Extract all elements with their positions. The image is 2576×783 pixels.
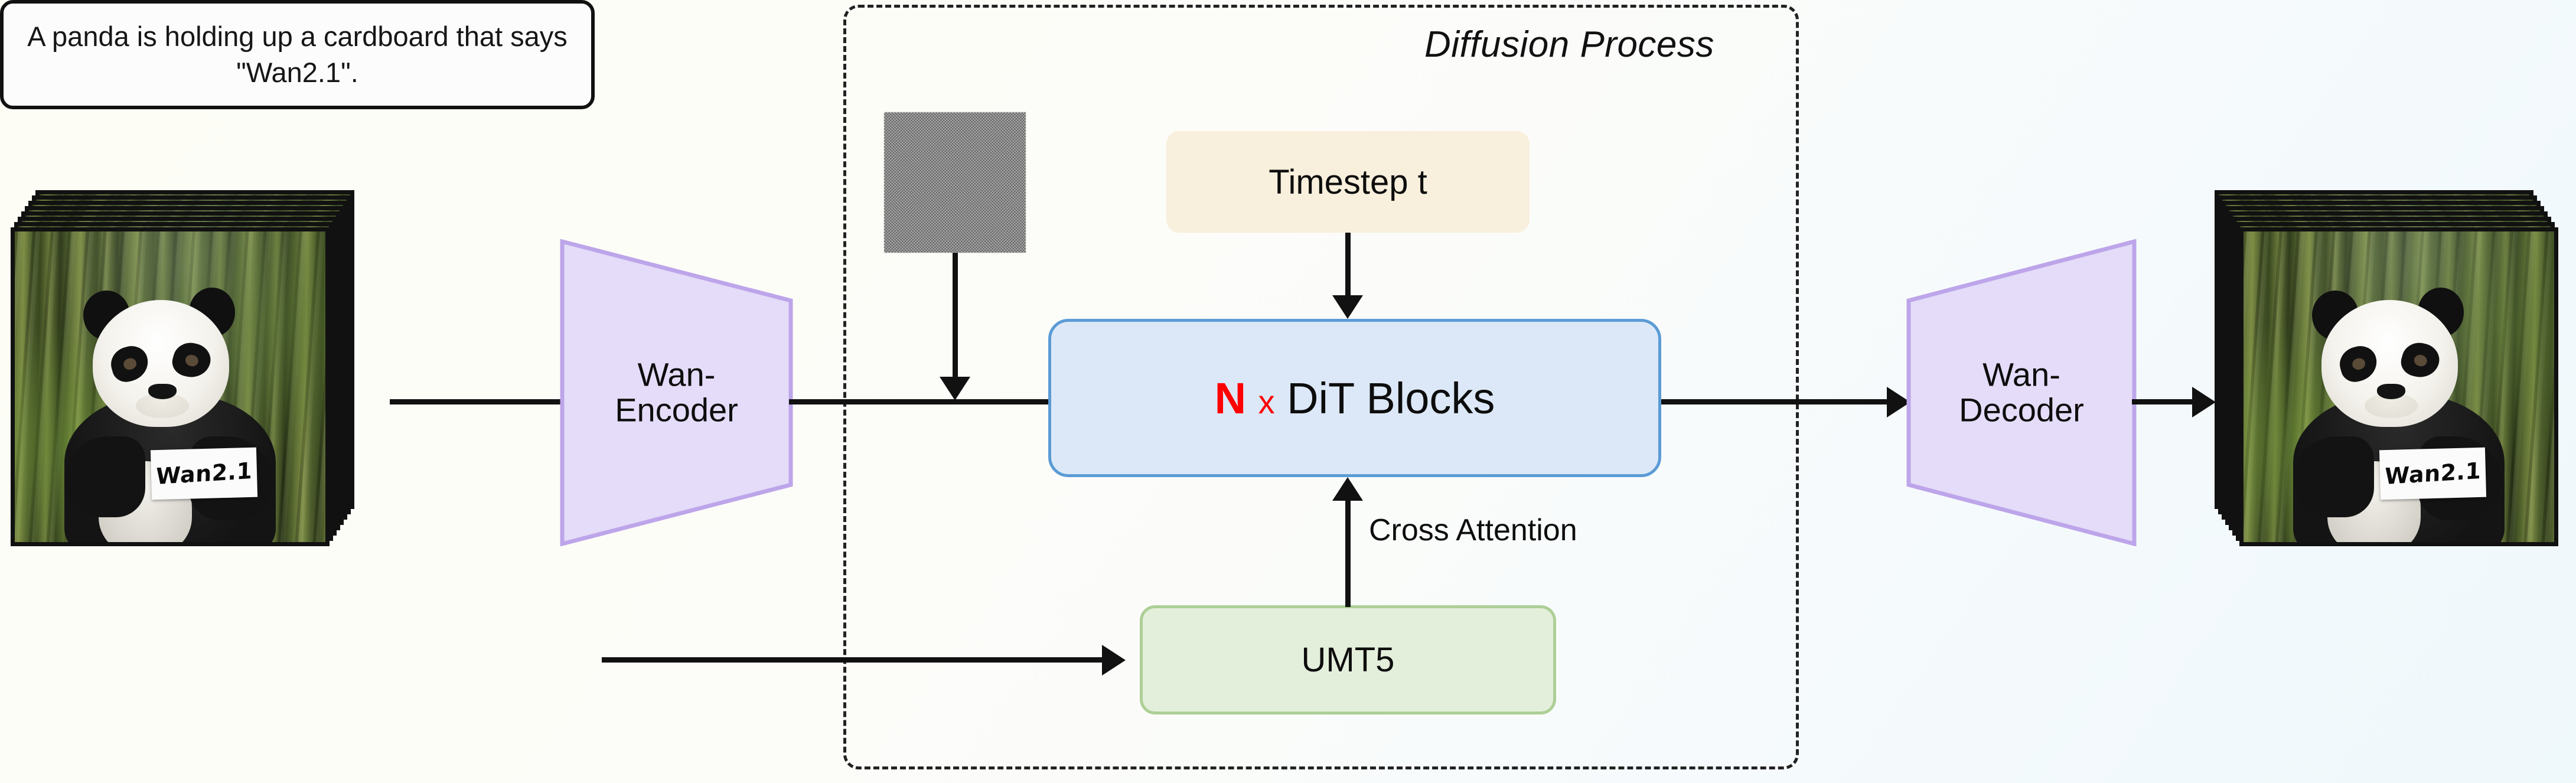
timestep-label: Timestep t <box>1269 162 1427 201</box>
panda-illustration: Wan2.1 <box>2244 231 2554 542</box>
umt5-node[interactable]: UMT5 <box>1140 605 1556 715</box>
edge-dit-to-decoder <box>1661 399 1892 404</box>
edge-decoder-to-output <box>2132 399 2197 404</box>
diffusion-process-region <box>843 5 1799 769</box>
arrow-dit-to-decoder <box>1887 387 1910 417</box>
panda-illustration: Wan2.1 <box>15 231 325 542</box>
dit-times-symbol: x <box>1258 383 1275 420</box>
arrow-prompt-to-umt5 <box>1102 645 1126 676</box>
input-frame-stack: Wan2.1 <box>6 190 419 568</box>
edge-prompt-to-umt5 <box>602 657 1107 663</box>
arrow-decoder-to-output <box>2192 387 2216 417</box>
noise-latent-patch-icon <box>884 112 1026 253</box>
edge-timestep-to-dit <box>1345 233 1351 299</box>
edge-input-to-encoder <box>390 399 567 404</box>
cross-attention-label: Cross Attention <box>1369 513 1577 547</box>
wan-encoder-shape <box>560 239 793 546</box>
frame-front: Wan2.1 <box>11 227 330 546</box>
dit-blocks-node[interactable]: N x DiT Blocks <box>1048 319 1661 477</box>
dit-blocks-label: N x DiT Blocks <box>1215 373 1495 423</box>
output-frame-stack: Wan2.1 <box>2185 190 2575 568</box>
timestep-node[interactable]: Timestep t <box>1166 131 1530 233</box>
text-prompt-box[interactable]: A panda is holding up a cardboard that s… <box>0 0 595 109</box>
panda-sign: Wan2.1 <box>2379 447 2487 500</box>
wan-encoder-node[interactable]: Wan- Encoder <box>560 239 793 546</box>
panda-sign: Wan2.1 <box>151 447 258 500</box>
wan-decoder-shape <box>1906 239 2137 546</box>
umt5-label: UMT5 <box>1301 641 1395 679</box>
panda-sign-text: Wan2.1 <box>2384 458 2482 490</box>
edge-umt5-to-dit <box>1345 501 1351 607</box>
edge-noise-to-stream <box>953 253 958 379</box>
frame-front: Wan2.1 <box>2239 227 2558 546</box>
dit-multiplier: N <box>1214 373 1247 423</box>
panda-sign-text: Wan2.1 <box>155 458 253 490</box>
text-prompt-value: A panda is holding up a cardboard that s… <box>27 21 568 88</box>
diffusion-process-label: Diffusion Process <box>1424 24 1714 65</box>
arrow-timestep-to-dit <box>1332 295 1363 319</box>
arrow-umt5-to-dit <box>1332 477 1363 501</box>
arrow-noise-to-stream <box>940 377 970 400</box>
wan-decoder-node[interactable]: Wan- Decoder <box>1906 239 2137 546</box>
dit-blocks-text: DiT Blocks <box>1287 373 1495 423</box>
